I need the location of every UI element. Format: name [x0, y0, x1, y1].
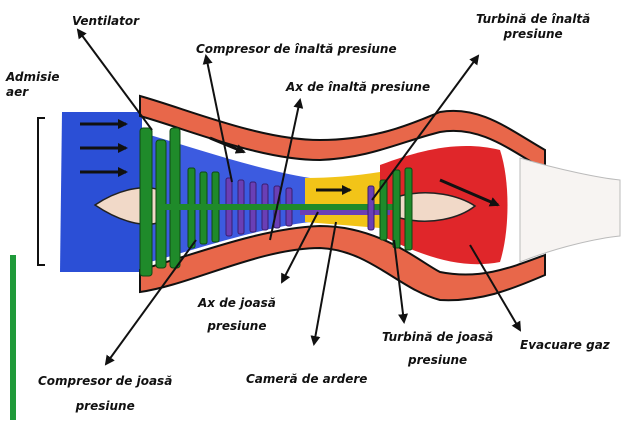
- label-turbina-joasa: Turbină de joasă presiune: [382, 330, 493, 368]
- left-green-bar: [10, 255, 16, 420]
- label-ax-inalta: Ax de înaltă presiune: [286, 80, 430, 95]
- label-admisie-line1: Admisie: [6, 70, 60, 85]
- intake-bracket: [38, 118, 45, 265]
- label-turbina-inalta-line2: presiune: [476, 27, 590, 42]
- high-pressure-shaft: [300, 210, 390, 215]
- label-compresor-inalta: Compresor de înaltă presiune: [196, 42, 397, 57]
- lp-turbine-blades: [380, 168, 412, 250]
- label-turbina-inalta-line1: Turbină de înaltă: [476, 12, 590, 27]
- label-compresor-joasa-line1: Compresor de joasă: [38, 374, 172, 389]
- label-compresor-joasa: Compresor de joasă presiune: [38, 374, 172, 414]
- low-pressure-shaft: [160, 204, 400, 210]
- label-turbina-joasa-line1: Turbină de joasă: [382, 330, 493, 345]
- label-camera-ardere: Cameră de ardere: [246, 372, 367, 387]
- label-ax-joasa-line1: Ax de joasă: [198, 296, 276, 311]
- label-evacuare-gaz: Evacuare gaz: [520, 338, 610, 353]
- label-ventilator: Ventilator: [72, 14, 139, 29]
- exhaust-nozzle: [520, 158, 620, 262]
- label-ax-joasa-line2: presiune: [198, 319, 276, 334]
- label-compresor-joasa-line2: presiune: [38, 399, 172, 414]
- hp-turbine-blades: [368, 186, 374, 230]
- label-ax-joasa: Ax de joasă presiune: [198, 296, 276, 334]
- fan-blades: [140, 128, 180, 276]
- label-admisie-aer: Admisie aer: [6, 70, 60, 100]
- label-turbina-joasa-line2: presiune: [382, 353, 493, 368]
- label-turbina-inalta: Turbină de înaltă presiune: [476, 12, 590, 42]
- label-admisie-line2: aer: [6, 85, 60, 100]
